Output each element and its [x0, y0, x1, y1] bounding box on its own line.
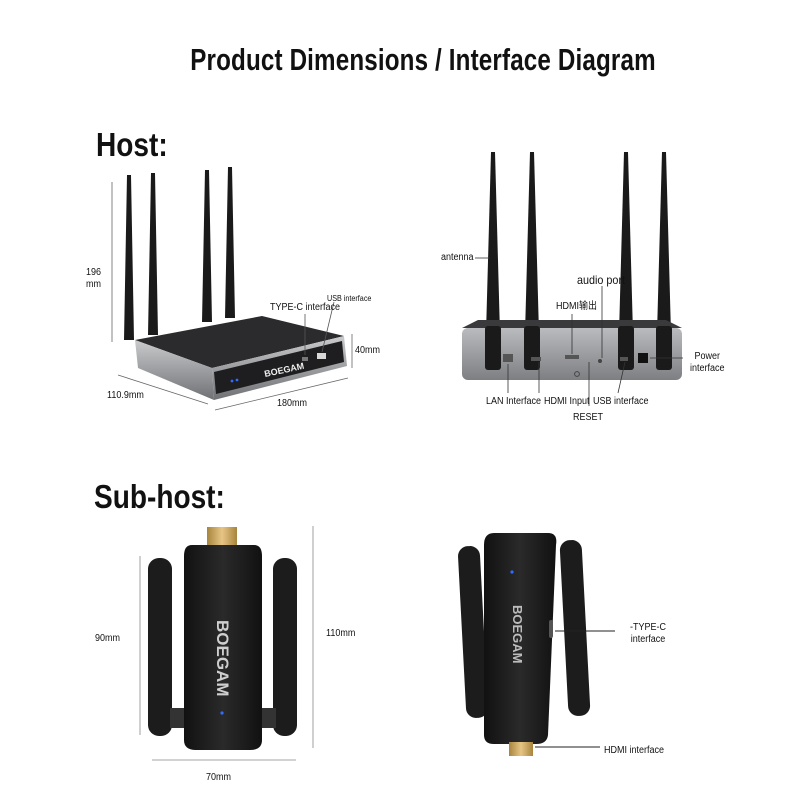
host-hdmi-in-label: HDMI Input	[544, 396, 590, 407]
subhost-front-view	[139, 526, 314, 761]
subhost-hdmi-label: HDMI interface	[604, 745, 665, 756]
subhost-left-antenna	[148, 558, 172, 736]
host-back-usb-label: USB interface	[593, 396, 649, 407]
host-audio-label: audio port	[577, 273, 626, 287]
host-audio-port	[598, 359, 602, 363]
page-title: Product Dimensions / Interface Diagram	[190, 42, 656, 77]
subhost-side-hdmi-plug	[509, 742, 533, 756]
host-typec-label: TYPE-C interface	[270, 302, 341, 313]
subhost-hdmi-plug	[207, 527, 237, 547]
host-width-label: 180mm	[277, 398, 308, 409]
host-hdmi-out-port	[565, 355, 579, 359]
host-antenna-label: antenna	[441, 252, 474, 263]
subhost-typec-label: -TYPE-C interface	[630, 622, 666, 645]
subhost-led	[220, 711, 224, 715]
subhost-body	[184, 545, 262, 750]
host-reset-label: RESET	[573, 412, 604, 423]
host-back-antennas	[485, 152, 672, 370]
host-usb-port	[317, 353, 326, 359]
subhost-side-body	[484, 533, 557, 744]
host-power-label: Power interface	[690, 351, 725, 374]
subhost-right-antenna	[273, 558, 297, 736]
host-hdmi-in-port	[531, 357, 541, 361]
host-front-view	[111, 167, 353, 411]
section-subhost-heading: Sub-host:	[94, 478, 225, 515]
subhost-side-view	[458, 533, 615, 756]
host-led	[230, 379, 234, 383]
host-hdmi-out-label: HDMI输出	[556, 301, 598, 312]
section-host-heading: Host:	[96, 126, 168, 163]
host-back-view	[462, 152, 683, 406]
host-power-port	[638, 353, 648, 363]
subhost-height-body-label: 90mm	[95, 633, 121, 644]
host-top-face	[135, 316, 344, 368]
host-lan-label: LAN Interface	[486, 396, 542, 407]
host-thickness-label: 40mm	[355, 345, 381, 356]
host-reset-button	[574, 371, 580, 377]
subhost-brand-logo: BOEGAM	[213, 620, 232, 697]
host-lan-port	[503, 354, 513, 362]
subhost-side-brand-logo: BOEGAM	[510, 605, 525, 664]
host-typec-port	[302, 357, 308, 361]
subhost-typec-port	[549, 620, 553, 638]
host-front-antennas	[124, 167, 235, 340]
host-back-usb-port	[620, 357, 628, 361]
host-height-label: 196 mm	[86, 267, 102, 290]
host-depth-label: 110.9mm	[107, 390, 144, 401]
subhost-width-label: 70mm	[206, 772, 232, 783]
host-usb-label: USB interface	[327, 294, 372, 303]
subhost-height-total-label: 110mm	[326, 628, 356, 639]
